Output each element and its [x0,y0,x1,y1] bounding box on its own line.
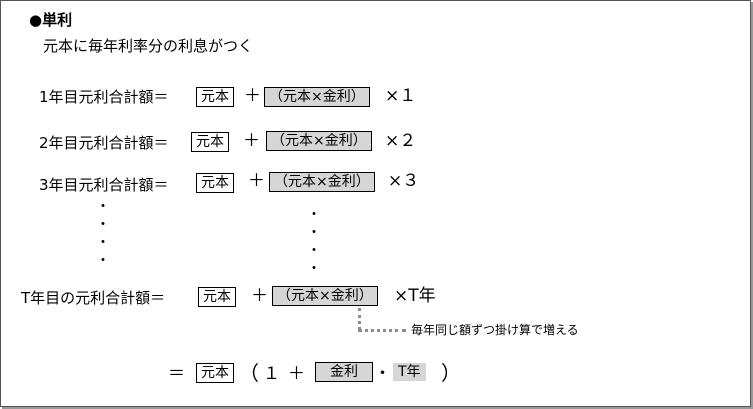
ellipsis-dot: ・ [307,261,321,277]
rowT-principal-box: 元本 [198,287,236,307]
ellipsis-dot: ・ [96,253,110,269]
row2-interest-box: （元本×金利） [266,131,372,151]
annotation-connector-vertical [358,308,361,330]
title: ●単利 [29,11,73,29]
formula-close-paren: ） [441,361,461,385]
row2-plus: ＋ [243,131,260,151]
row2-multiplier: ×２ [385,131,417,151]
formula-one: １ [263,364,280,384]
row3-interest-box: （元本×金利） [269,172,375,192]
row1-principal-box: 元本 [196,87,234,107]
rowT-interest-box: （元本×金利） [272,286,378,306]
row2-lhs: 2年目元利合計額＝ [39,134,169,152]
formula-dot: ・ [374,364,391,384]
subtitle: 元本に毎年利率分の利息がつく [43,37,254,55]
formula-equals: ＝ [168,364,185,384]
formula-plus: ＋ [288,364,305,384]
rowT-multiplier: ×T年 [394,286,436,306]
row3-lhs: 3年目元利合計額＝ [39,176,169,194]
rowT-plus: ＋ [251,286,268,306]
formula-principal-box: 元本 [196,363,234,383]
formula-years-box: T年 [393,363,426,381]
ellipsis-dot: ・ [96,235,110,251]
ellipsis-dot: ・ [96,199,110,215]
row3-multiplier: ×３ [388,171,420,191]
row1-interest-box: （元本×金利） [264,87,370,107]
ellipsis-dot: ・ [307,225,321,241]
annotation-connector-horizontal [358,329,406,332]
row2-principal-box: 元本 [191,132,229,152]
ellipsis-dot: ・ [307,243,321,259]
row1-multiplier: ×１ [385,86,417,106]
formula-rate-box: 金利 [315,362,373,382]
row1-lhs: 1年目元利合計額＝ [39,88,169,106]
row1-plus: ＋ [244,86,261,106]
ellipsis-dot: ・ [307,207,321,223]
ellipsis-dot: ・ [96,217,110,233]
row3-plus: ＋ [248,171,265,191]
rowT-lhs: T年目の元利合計額＝ [21,289,166,307]
formula-open-paren: （ [239,361,259,385]
row3-principal-box: 元本 [196,173,234,193]
annotation-text: 毎年同じ額ずつ掛け算で増える [411,323,579,337]
